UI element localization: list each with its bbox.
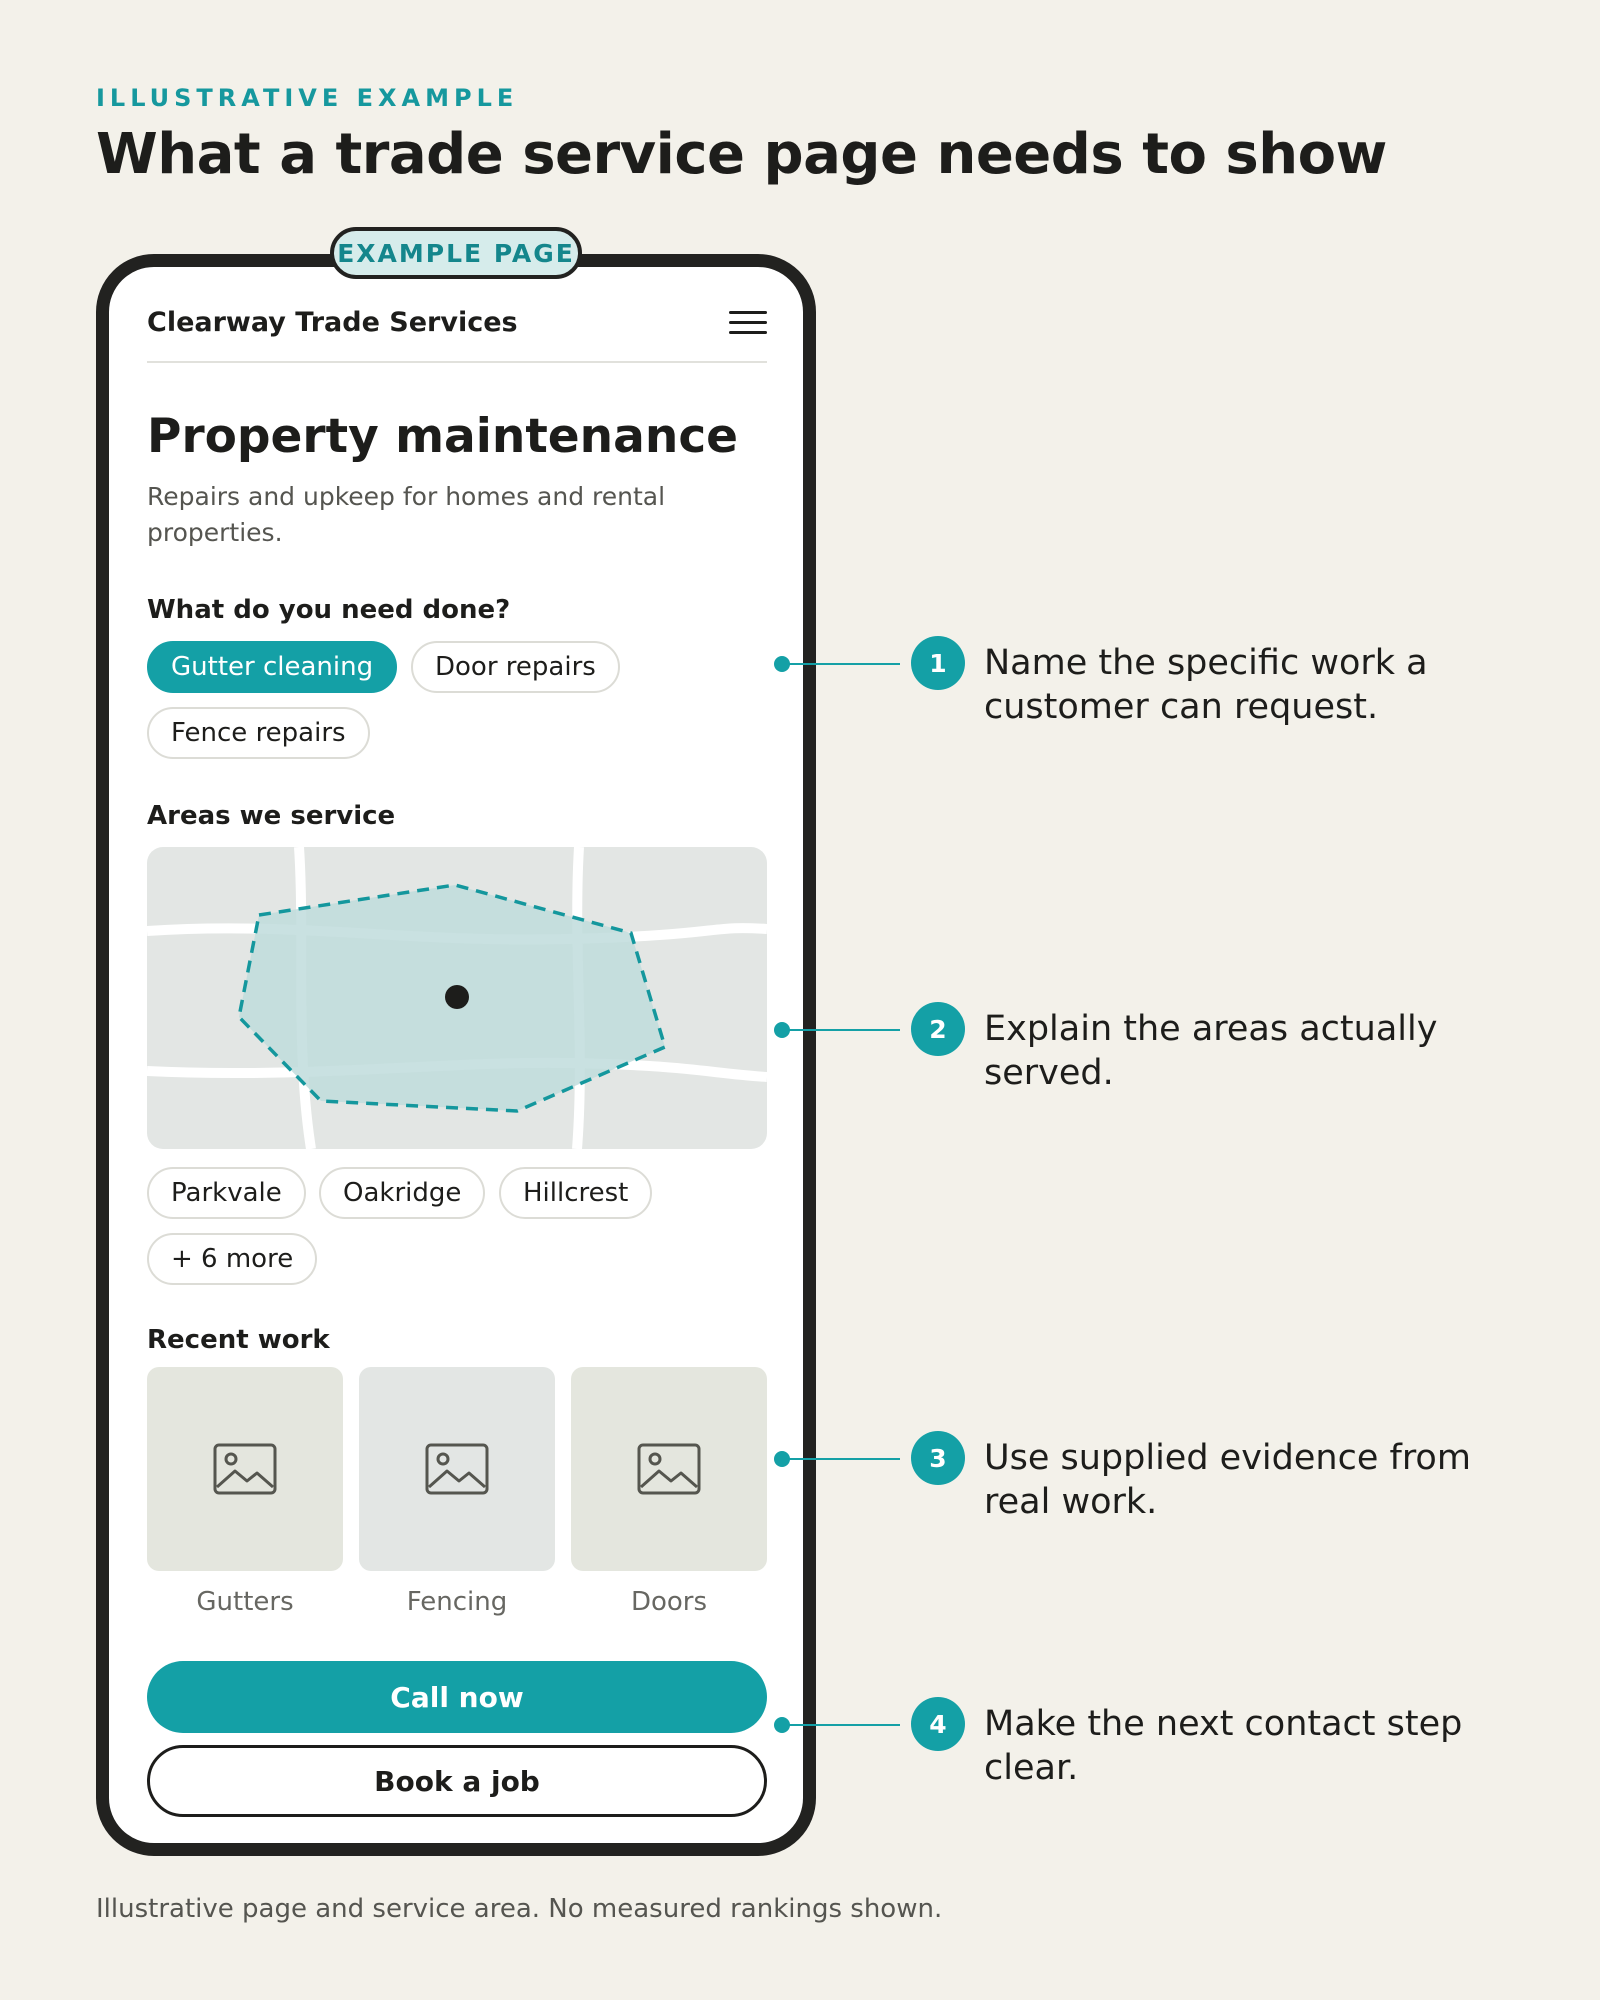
callout-text: Use supplied evidence from real work. [984, 1438, 1471, 1522]
area-chip-more[interactable]: + 6 more [147, 1233, 318, 1285]
services-heading: What do you need done? [147, 595, 511, 625]
callout-text: Make the next contact step clear. [984, 1704, 1463, 1788]
recent-work-label: Doors [630, 1587, 708, 1617]
callout-number-badge: 3 [911, 1431, 965, 1485]
service-area-map [147, 847, 767, 1149]
call-now-button[interactable]: Call now [147, 1661, 767, 1733]
recent-work-heading: Recent work [147, 1325, 330, 1355]
service-chip-gutter-cleaning[interactable]: Gutter cleaning [147, 641, 398, 693]
page-headline: What a trade service page needs to show [96, 122, 1387, 187]
callout-number-badge: 2 [911, 1002, 965, 1056]
site-name[interactable]: Clearway Trade Services [147, 307, 518, 338]
example-page-tag: EXAMPLE PAGE [330, 227, 582, 279]
area-chip-hillcrest[interactable]: Hillcrest [499, 1167, 653, 1219]
callout-connector [782, 663, 900, 665]
callout-number-badge: 1 [911, 636, 965, 690]
area-chip-oakridge[interactable]: Oakridge [319, 1167, 486, 1219]
image-placeholder-icon [425, 1443, 489, 1495]
recent-work-label: Gutters [196, 1587, 294, 1617]
callout-number-badge: 4 [911, 1697, 965, 1751]
service-chip-door-repairs[interactable]: Door repairs [411, 641, 620, 693]
callout-text: Name the specific work a customer can re… [984, 643, 1428, 727]
image-placeholder-icon [637, 1443, 701, 1495]
callout-connector [782, 1724, 900, 1726]
map-center-marker [445, 985, 469, 1009]
kicker: ILLUSTRATIVE EXAMPLE [96, 84, 519, 112]
areas-heading: Areas we service [147, 801, 396, 831]
page-subtitle: Repairs and upkeep for homes and rental … [147, 482, 666, 547]
phone-frame: Clearway Trade Services Property mainten… [96, 254, 816, 1856]
site-header: Clearway Trade Services [147, 303, 767, 363]
recent-work-thumb-fencing[interactable] [359, 1367, 555, 1571]
footnote: Illustrative page and service area. No m… [96, 1894, 943, 1924]
page-title: Property maintenance [147, 409, 739, 464]
callout-connector [782, 1458, 900, 1460]
callout-text: Explain the areas actually served. [984, 1009, 1438, 1093]
callout-connector [782, 1029, 900, 1031]
area-chip-parkvale[interactable]: Parkvale [147, 1167, 306, 1219]
book-a-job-button[interactable]: Book a job [147, 1745, 767, 1817]
recent-work-label: Fencing [406, 1587, 508, 1617]
image-placeholder-icon [213, 1443, 277, 1495]
menu-icon[interactable] [729, 309, 767, 337]
recent-work-thumb-gutters[interactable] [147, 1367, 343, 1571]
recent-work-thumb-doors[interactable] [571, 1367, 767, 1571]
service-chip-fence-repairs[interactable]: Fence repairs [147, 707, 370, 759]
